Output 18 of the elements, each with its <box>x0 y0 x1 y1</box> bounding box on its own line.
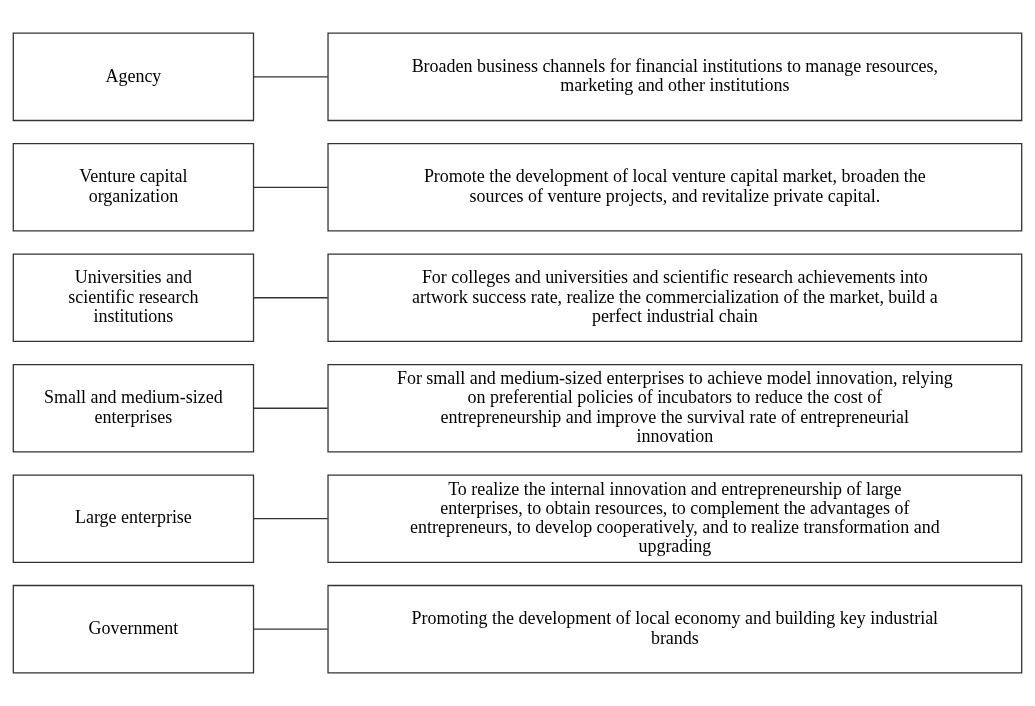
connector <box>253 518 329 520</box>
connector <box>253 76 329 78</box>
connector <box>253 628 329 630</box>
node-box: Agency <box>12 32 255 122</box>
connector <box>253 186 329 188</box>
node-box: Promoting the development of local economy and building key industrial brands <box>327 584 1023 674</box>
connector <box>253 407 329 409</box>
node-box: Government <box>12 584 255 674</box>
node-box: Universities and scientific research institutions <box>12 253 255 343</box>
node-box: Large enterprise <box>12 474 255 564</box>
node-box: Small and medium-sized enterprises <box>12 363 255 453</box>
connector <box>253 297 329 299</box>
node-box: To realize the internal innovation and entrepreneurship of large enterprises, to obtain resources, to complement the advantages of entrepreneurs, to develop cooperatively, and to realize transformation and upgrading <box>327 474 1023 564</box>
node-box: Promote the development of local venture capital market, broaden the sources of venture projects, and revitalize private capital. <box>327 142 1023 232</box>
node-box: For colleges and universities and scientific research achievements into artwork success rate, realize the commercialization of the market, build a perfect industrial chain <box>327 253 1023 343</box>
node-box: Venture capital organization <box>12 142 255 232</box>
node-box: For small and medium-sized enterprises to achieve model innovation, relying on preferential policies of incubators to reduce the cost of entrepreneurship and improve the survival rate of entrepreneurial innovation <box>327 363 1023 453</box>
node-box: Broaden business channels for financial institutions to manage resources, marketing and other institutions <box>327 32 1023 122</box>
